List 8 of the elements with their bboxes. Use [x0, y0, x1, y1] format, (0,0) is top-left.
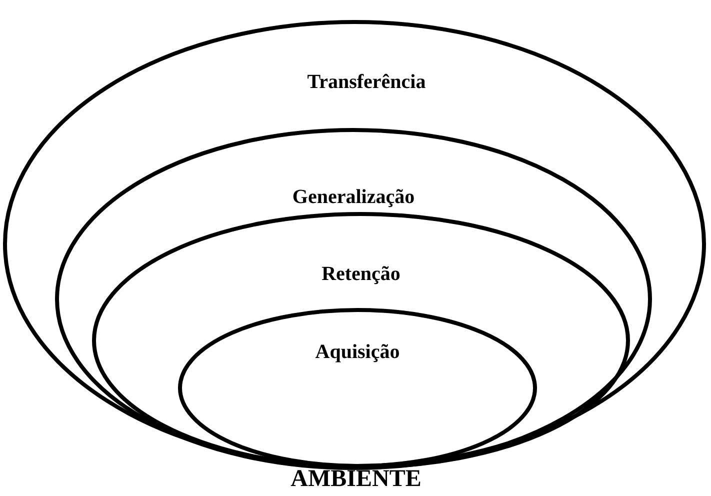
stage-label: Retenção	[322, 262, 400, 286]
stage-label: Transferência	[307, 70, 426, 94]
stage-label: Aquisição	[315, 340, 400, 364]
ellipse-node	[92, 212, 630, 469]
stage-label: Generalização	[292, 185, 415, 209]
ellipse-node	[55, 128, 652, 470]
environment-label: AMBIENTE	[290, 466, 422, 493]
ellipse-node	[3, 20, 706, 468]
